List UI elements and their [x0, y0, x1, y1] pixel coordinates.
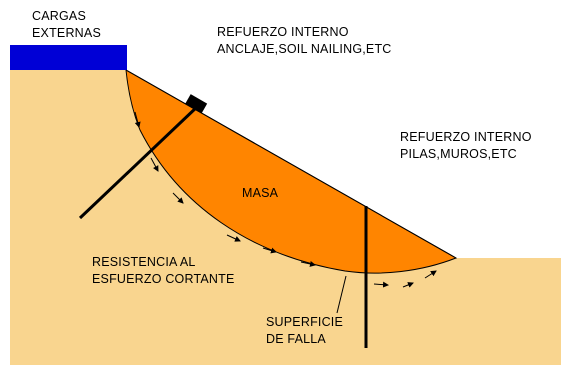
shear-arrow — [226, 234, 241, 242]
anchor-reinforcement-label-line1: REFUERZO INTERNO — [217, 25, 349, 39]
external-load-block — [10, 45, 127, 70]
failure-surface-leader — [336, 275, 347, 314]
shear-arrow — [402, 282, 414, 288]
anchor-head-plate — [185, 94, 208, 114]
failure-surface-label-line2: DE FALLA — [266, 332, 326, 346]
slope-surface-line — [125, 69, 457, 259]
shear-arrow — [424, 270, 437, 279]
external-loads-label-line2: EXTERNAS — [32, 26, 101, 40]
external-loads-label-line1: CARGAS — [32, 9, 86, 23]
shear-resistance-label-line1: RESISTENCIA AL — [92, 255, 196, 269]
pile-reinforcement-label-line1: REFUERZO INTERNO — [400, 130, 532, 144]
shear-arrow — [373, 281, 389, 288]
shear-arrow — [262, 247, 277, 254]
anchor-reinforcement-label-line2: ANCLAJE,SOIL NAILING,ETC — [217, 42, 392, 56]
soil-nail-anchor — [78, 104, 200, 220]
sliding-mass — [125, 69, 458, 274]
shear-arrow — [134, 111, 141, 128]
mass-label: MASA — [242, 186, 279, 200]
shear-resistance-arrows — [134, 111, 437, 288]
shear-resistance-label-line2: ESFUERZO CORTANTE — [92, 272, 235, 286]
shear-arrow — [172, 192, 184, 204]
shear-arrow — [150, 157, 159, 172]
pile-reinforcement-label-line2: PILAS,MUROS,ETC — [400, 147, 517, 161]
failure-surface-label-line1: SUPERFICIE — [266, 315, 343, 329]
shear-arrow — [300, 261, 316, 267]
